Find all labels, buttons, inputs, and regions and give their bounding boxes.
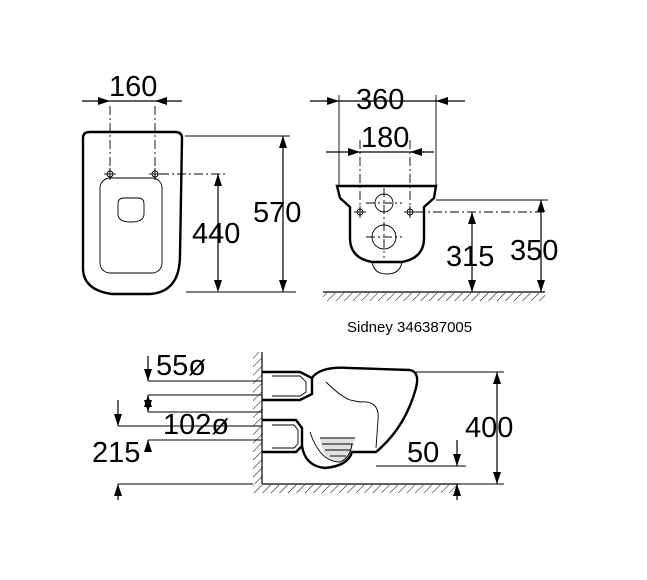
flush-pipe-fitting — [262, 370, 314, 402]
wall-hatch — [253, 352, 262, 484]
top-view-outlet — [371, 261, 403, 275]
front-view-opening — [117, 197, 145, 223]
dim-50-label: 50 — [407, 437, 439, 469]
waste-pipe-fitting — [262, 418, 304, 454]
dim-160-label: 160 — [109, 71, 157, 103]
front-view: 160 440 570 — [81, 71, 301, 296]
dim-570-label: 570 — [253, 197, 301, 229]
dim-440-label: 440 — [192, 218, 240, 250]
top-view: 360 180 315 350 — [310, 84, 558, 301]
side-view-bowl-outline — [300, 366, 419, 470]
dim-350-label: 350 — [510, 235, 558, 267]
dim-400-label: 400 — [465, 412, 513, 444]
product-caption: Sidney 346387005 — [347, 319, 472, 336]
floor-hatch — [253, 485, 460, 493]
dim-215-label: 215 — [92, 437, 140, 469]
dim-102-label: 102ø — [163, 409, 229, 441]
dim-180-label: 180 — [361, 122, 409, 154]
dim-55-label: 55ø — [156, 350, 206, 382]
side-view: 55ø 102ø 215 400 50 — [92, 350, 513, 500]
front-view-bowl-outline — [81, 130, 184, 296]
floor-hatch — [323, 293, 545, 301]
front-view-seat — [99, 177, 163, 274]
top-view-bowl-outline — [335, 184, 438, 264]
dim-315-label: 315 — [446, 241, 494, 273]
dim-360-label: 360 — [356, 84, 404, 116]
